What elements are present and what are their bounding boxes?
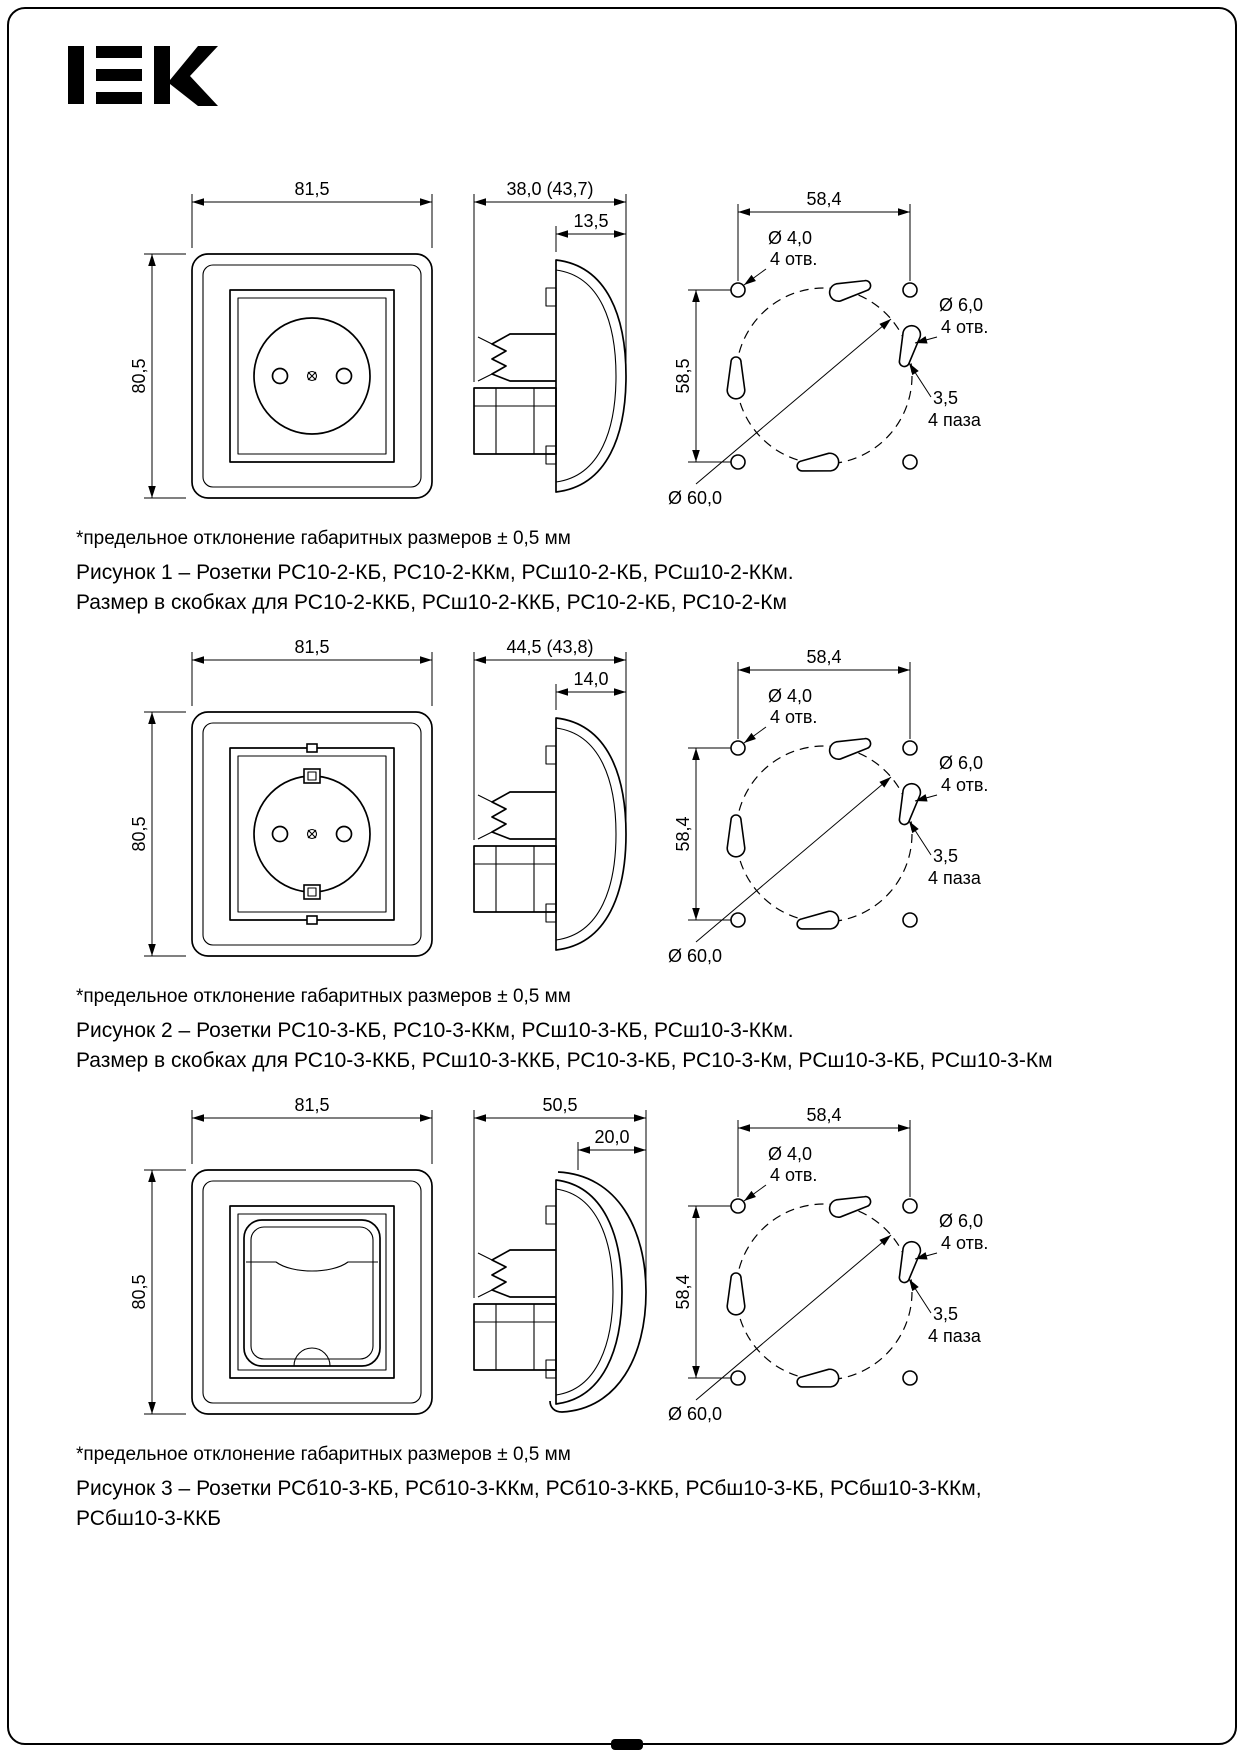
dim-hole-span-v-label: 58,5 [673, 358, 693, 393]
tolerance-note: *предельное отклонение габаритных размер… [76, 986, 571, 1007]
circle-diameter-label: Ø 60,0 [668, 946, 722, 966]
figure-3-caption-line1: Рисунок 3 – Розетки РСб10-3-КБ, РСб10-3-… [76, 1477, 982, 1500]
figure-1-caption-line2: Размер в скобках для РС10-2-ККБ, РСш10-2… [76, 591, 787, 614]
small-hole-dia-label: Ø 4,0 [768, 1144, 812, 1164]
socket-profile [473, 717, 627, 951]
dim-hole-span-h-label: 58,4 [806, 1105, 841, 1125]
dim-hole-span-h-label: 58,4 [806, 647, 841, 667]
circle-diameter-label: Ø 60,0 [668, 488, 722, 508]
front-view-drawing: 81,5 80,5 [130, 637, 433, 957]
mounting-holes-drawing: 58,4 58,4 Ø 60,0 [668, 1105, 988, 1424]
figure-2-caption-line2: Размер в скобках для РС10-3-ККБ, РСш10-3… [76, 1049, 1053, 1072]
screw-holes [730, 740, 918, 928]
front-view-drawing: 81,5 80,5 [130, 179, 433, 499]
side-view-drawing: 44,5 (43,8) 14,0 [473, 637, 627, 951]
tolerance-note: *предельное отклонение габаритных размер… [76, 1444, 571, 1465]
small-hole-dia-label: Ø 4,0 [768, 228, 812, 248]
page-binding-mark [611, 1739, 643, 1750]
side-view-drawing: 50,5 20,0 [473, 1095, 647, 1413]
claw-slots [726, 737, 922, 930]
iek-logo [66, 44, 1244, 106]
side-view-drawing: 38,0 (43,7) 13,5 [473, 179, 627, 493]
dim-face-depth-label: 14,0 [573, 669, 608, 689]
big-hole-dia-label: Ø 6,0 [939, 753, 983, 773]
figure-3-caption-line2: РСбш10-3-ККБ [76, 1507, 222, 1530]
socket-lid [243, 1219, 381, 1367]
dim-hole-span-v-label: 58,4 [673, 816, 693, 851]
iek-logo-icon [68, 46, 218, 106]
slot-width-label: 3,5 [933, 846, 958, 866]
socket-face [253, 317, 371, 435]
small-hole-dia-label: Ø 4,0 [768, 686, 812, 706]
screw-holes [730, 282, 918, 470]
front-view-drawing: 81,5 80,5 [130, 1095, 433, 1415]
claw-slots [726, 279, 922, 472]
figure-2: 81,5 80,5 [72, 634, 1244, 1076]
circle-diameter-label: Ø 60,0 [668, 1404, 722, 1424]
figure-1-drawings: 81,5 80,5 [72, 176, 1244, 516]
dim-depth-label: 38,0 (43,7) [506, 179, 593, 199]
dim-width-label: 81,5 [294, 637, 329, 657]
dim-depth-label: 50,5 [542, 1095, 577, 1115]
tolerance-note: *предельное отклонение габаритных размер… [76, 528, 571, 549]
big-hole-count-label: 4 отв. [941, 317, 988, 337]
document-page: 81,5 80,5 [66, 44, 1244, 1534]
small-hole-count-label: 4 отв. [770, 707, 817, 727]
dim-face-depth-label: 20,0 [594, 1127, 629, 1147]
dim-hole-span-h-label: 58,4 [806, 189, 841, 209]
slot-count-label: 4 паза [928, 1326, 982, 1346]
socket-face [253, 768, 371, 900]
screw-holes [730, 1198, 918, 1386]
slot-count-label: 4 паза [928, 868, 982, 888]
socket-profile [473, 1171, 647, 1413]
dim-width-label: 81,5 [294, 1095, 329, 1115]
slot-width-label: 3,5 [933, 388, 958, 408]
dim-height-label: 80,5 [130, 358, 149, 393]
claw-slots [726, 1195, 922, 1388]
figure-1: 81,5 80,5 [72, 176, 1244, 618]
big-hole-count-label: 4 отв. [941, 1233, 988, 1253]
small-hole-count-label: 4 отв. [770, 249, 817, 269]
dim-height-label: 80,5 [130, 816, 149, 851]
big-hole-dia-label: Ø 6,0 [939, 295, 983, 315]
socket-frame [191, 711, 433, 957]
dim-height-label: 80,5 [130, 1274, 149, 1309]
slot-width-label: 3,5 [933, 1304, 958, 1324]
dim-width-label: 81,5 [294, 179, 329, 199]
figure-2-caption-line1: Рисунок 2 – Розетки РС10-3-КБ, РС10-3-КК… [76, 1019, 794, 1042]
figure-1-caption-line1: Рисунок 1 – Розетки РС10-2-КБ, РС10-2-КК… [76, 561, 794, 584]
dim-face-depth-label: 13,5 [573, 211, 608, 231]
big-hole-dia-label: Ø 6,0 [939, 1211, 983, 1231]
socket-frame [191, 1169, 433, 1415]
mounting-holes-drawing: 58,4 58,4 Ø 60,0 [668, 647, 988, 966]
dim-depth-label: 44,5 (43,8) [506, 637, 593, 657]
figure-2-drawings: 81,5 80,5 [72, 634, 1244, 974]
big-hole-count-label: 4 отв. [941, 775, 988, 795]
figure-3-drawings: 81,5 80,5 [72, 1092, 1244, 1432]
slot-count-label: 4 паза [928, 410, 982, 430]
figure-3: 81,5 80,5 [72, 1092, 1244, 1534]
small-hole-count-label: 4 отв. [770, 1165, 817, 1185]
socket-frame [191, 253, 433, 499]
dim-hole-span-v-label: 58,4 [673, 1274, 693, 1309]
mounting-holes-drawing: 58,4 58,5 Ø 60,0 [668, 189, 988, 508]
socket-profile [473, 259, 627, 493]
